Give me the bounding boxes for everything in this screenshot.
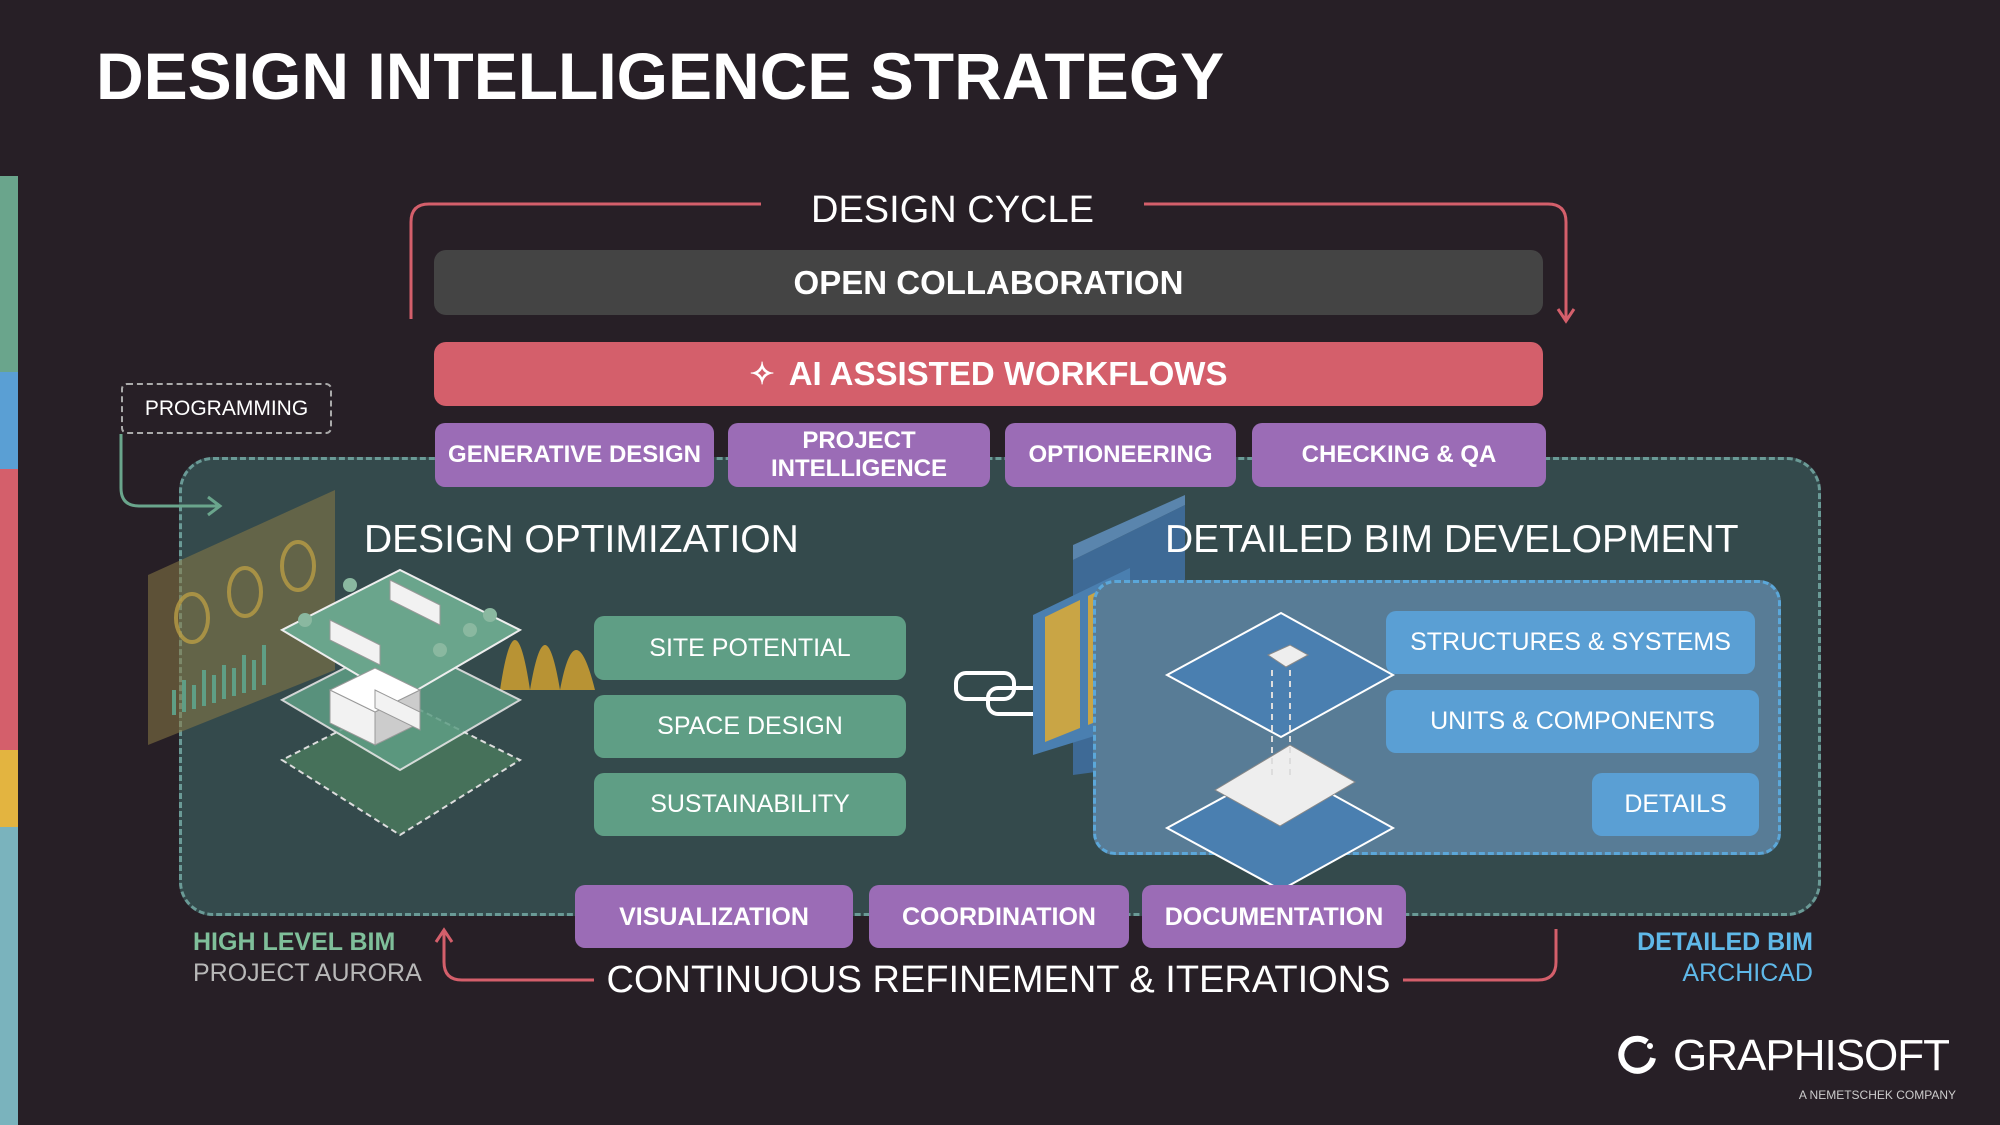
accent-strip-red <box>0 469 18 750</box>
tab-project-intelligence[interactable]: PROJECT INTELLIGENCE <box>728 423 990 487</box>
sustainability-button[interactable]: SUSTAINABILITY <box>594 773 906 836</box>
continuous-refinement-label: CONTINUOUS REFINEMENT & ITERATIONS <box>606 958 1391 1001</box>
structures-systems-button[interactable]: STRUCTURES & SYSTEMS <box>1386 611 1755 674</box>
page-title: DESIGN INTELLIGENCE STRATEGY <box>96 39 1225 113</box>
tab-visualization[interactable]: VISUALIZATION <box>575 885 853 948</box>
ai-workflows-bar: ✧ AI ASSISTED WORKFLOWS <box>434 342 1543 406</box>
tab-optioneering[interactable]: OPTIONEERING <box>1005 423 1236 487</box>
site-potential-button[interactable]: SITE POTENTIAL <box>594 616 906 680</box>
tab-checking-qa[interactable]: CHECKING & QA <box>1252 423 1546 487</box>
detailed-bim-label: DETAILED BIM <box>1637 928 1813 956</box>
high-level-bim-label: HIGH LEVEL BIM <box>193 928 396 956</box>
tab-generative-design[interactable]: GENERATIVE DESIGN <box>435 423 714 487</box>
graphisoft-logo: GRAPHISOFT <box>1617 1031 1950 1080</box>
ai-workflows-label: AI ASSISTED WORKFLOWS <box>788 355 1228 392</box>
units-components-button[interactable]: UNITS & COMPONENTS <box>1386 690 1759 753</box>
accent-strip-yellow <box>0 750 18 827</box>
accent-strip-green <box>0 176 18 372</box>
detailed-bim-title: DETAILED BIM DEVELOPMENT <box>1165 518 1739 561</box>
accent-strip-teal <box>0 827 18 1125</box>
design-optimization-title: DESIGN OPTIMIZATION <box>364 518 799 561</box>
archicad-label: ARCHICAD <box>1682 959 1813 987</box>
open-collaboration-bar: OPEN COLLABORATION <box>434 250 1543 315</box>
design-cycle-label: DESIGN CYCLE <box>811 188 1094 231</box>
accent-strip-blue <box>0 372 18 469</box>
details-button[interactable]: DETAILS <box>1592 773 1759 836</box>
tab-coordination[interactable]: COORDINATION <box>869 885 1129 948</box>
graphisoft-wordmark: GRAPHISOFT <box>1673 1031 1950 1080</box>
graphisoft-logo-icon <box>1618 1035 1656 1074</box>
project-aurora-label: PROJECT AURORA <box>193 959 422 987</box>
sparkle-icon: ✧ <box>749 357 775 391</box>
tab-documentation[interactable]: DOCUMENTATION <box>1142 885 1406 948</box>
programming-box: PROGRAMMING <box>121 383 332 434</box>
nemetschek-tagline: A NEMETSCHEK COMPANY <box>1798 1088 1956 1102</box>
space-design-button[interactable]: SPACE DESIGN <box>594 695 906 758</box>
